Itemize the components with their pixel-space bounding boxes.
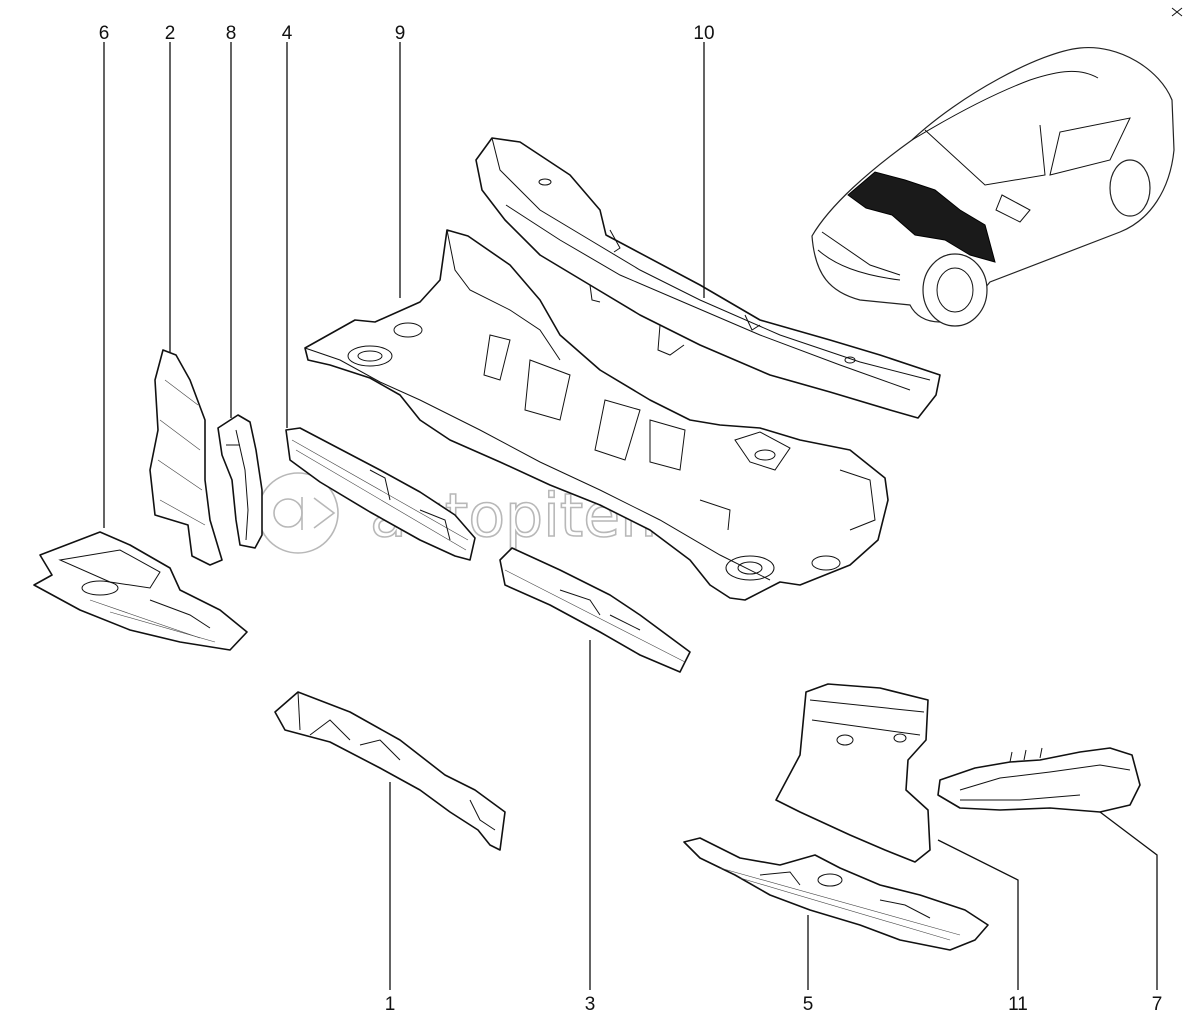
callout-7: 7 [1152, 994, 1163, 1015]
callout-9: 9 [395, 23, 406, 44]
callout-4: 4 [282, 23, 293, 44]
leader-lines [103, 42, 1158, 990]
callout-2: 2 [165, 23, 176, 44]
callout-11: 11 [1008, 994, 1028, 1015]
leader-7 [1099, 811, 1158, 990]
part-3-crossmember [499, 547, 691, 673]
part-1-crossmember [274, 691, 506, 851]
callout-3: 3 [585, 994, 596, 1015]
part-8-bracket [217, 414, 263, 549]
callout-5: 5 [803, 994, 814, 1015]
part-11-panel [775, 683, 931, 863]
callout-numbers: 6 2 8 4 9 10 1 3 5 11 7 [99, 23, 1163, 1015]
part-6-floor-panel [33, 531, 248, 651]
part-5-floor-panel [683, 837, 989, 951]
car-overview-icon [811, 47, 1175, 327]
part-7-bracket [937, 747, 1141, 813]
leader-11 [937, 839, 1019, 990]
callout-8: 8 [226, 23, 237, 44]
part-9-dash-panel [304, 229, 889, 601]
callout-6: 6 [99, 23, 110, 44]
part-2-side-panel [149, 349, 223, 566]
callout-1: 1 [385, 994, 396, 1015]
callout-10: 10 [693, 23, 714, 44]
corner-mark [1171, 7, 1183, 17]
part-10-cowl-top [475, 137, 941, 419]
part-4-rail [285, 427, 476, 561]
